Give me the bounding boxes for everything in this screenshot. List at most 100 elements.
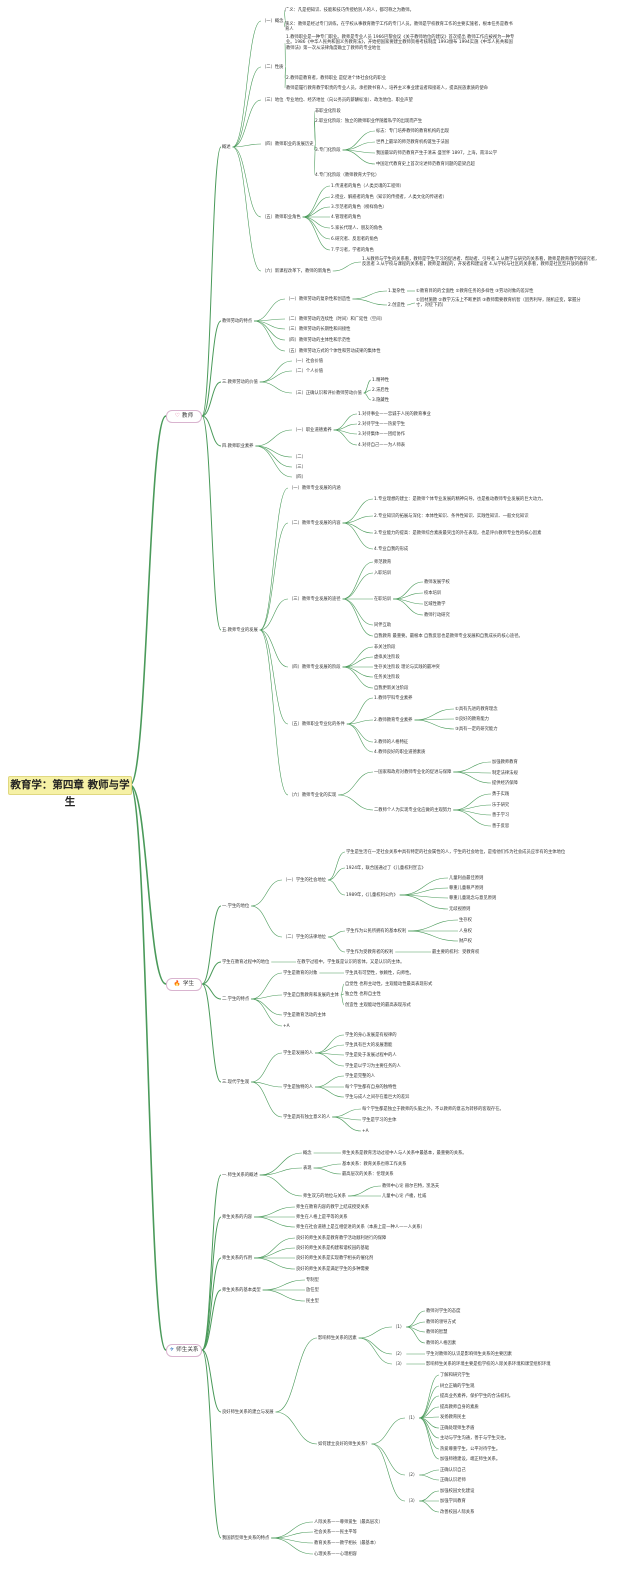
node-136: +A [362, 1128, 369, 1134]
node-155: 师生关系的基本类型 [222, 1287, 261, 1293]
edge-171 [371, 1417, 406, 1445]
edge-25 [302, 216, 331, 240]
edge-root-main-2 [129, 784, 167, 1351]
edge-0 [201, 146, 222, 417]
node-111: 最主要的权利：受教育权 [432, 949, 480, 955]
edge-98 [327, 851, 346, 881]
edge-10 [232, 143, 262, 148]
node-165: 教师的人格因素 [426, 1340, 457, 1346]
node-12: 2.职业化阶段：独立的教师职业伴随着私学的出现而产生 [315, 118, 423, 124]
node-79: 1.教师学科专业素养 [374, 695, 413, 701]
node-24: 5.家长代理人、朋友的角色 [331, 225, 383, 231]
edge-15 [342, 141, 376, 151]
edge-57 [259, 522, 289, 631]
node-30: （一）教师劳动的复杂性和创造性 [286, 296, 351, 302]
edge-54 [255, 445, 293, 478]
node-38: （五）教师劳动方式的个体性和劳动成果的集体性 [286, 348, 381, 354]
node-54: （四） [293, 474, 306, 480]
node-3: 狭义：教师是经过专门训练，在学校从事教育教学工作的专门人员。教师是学校教育工作的… [285, 21, 513, 32]
node-37: （四）教师劳动的主体性和示范性 [286, 337, 351, 343]
node-126: 学生具有巨大的发展潜能 [345, 1042, 393, 1048]
node-103: 尊重儿童观念与意见原则 [449, 895, 497, 901]
edge-150 [201, 1257, 222, 1351]
node-156: 专制型 [306, 1277, 319, 1283]
edge-69 [393, 598, 424, 616]
node-135: 学生是学习的主体 [362, 1117, 397, 1123]
node-141: 基本关系：教育关系也称工作关系 [342, 1161, 407, 1167]
node-116: 学生具有可塑性，依赖性，向师性。 [345, 970, 414, 976]
node-188: 我国新型师生关系的特点 [222, 1535, 270, 1541]
edge-133 [251, 1081, 283, 1118]
node-172: 了解和研究学生 [440, 1372, 471, 1378]
node-125: 学生的身心发展是有规律的 [345, 1032, 397, 1038]
edge-120 [340, 994, 345, 1006]
edge-143 [259, 1174, 303, 1197]
node-99: 1924年，联合国通过了《儿童权利宣言》 [346, 865, 426, 871]
node-0: 概述 [222, 144, 231, 150]
edge-181 [371, 1443, 406, 1476]
node-26: 7.学习者，学者的角色 [331, 247, 374, 253]
node-145: 儿童中心论 卢梭，杜威 [382, 1193, 427, 1199]
node-179: 热爱尊重学生，公平对待学生。 [440, 1446, 501, 1452]
node-140: 表现 [303, 1165, 312, 1171]
node-10: （四）教师职业的发展历史 [262, 141, 314, 147]
node-88: 加强教师教育 [492, 759, 518, 765]
main-branch-teacher-student-relation[interactable]: ✈师生关系 [166, 1344, 202, 1357]
node-48: 1.对待事业——忠诚于人民的教育事业 [358, 411, 431, 417]
node-39: 三.教师劳动的价值 [222, 379, 258, 385]
edge-97 [251, 879, 283, 907]
node-86: （六）教师专业化的实现 [289, 792, 337, 798]
node-184: （3） [406, 1498, 418, 1504]
paper-plane-icon: ✈ [169, 1347, 175, 1353]
node-23: 4.管理者的角色 [331, 214, 361, 220]
node-100: 1989年，《儿童权利公约》 [346, 892, 398, 898]
fire-icon: 🔥 [173, 981, 181, 987]
edge-17 [342, 149, 376, 165]
node-106: 学生作为公民所拥有的基本权利 [346, 928, 407, 934]
node-96: 一.学生的地位 [222, 903, 250, 909]
node-36: （三）教师劳动的长期性和间接性 [286, 326, 351, 332]
edge-19 [232, 146, 262, 218]
node-91: 二教师个人为实现专业化应做的主观努力 [374, 807, 452, 813]
edge-55 [201, 415, 222, 631]
node-159: 良好师生关系的建立与发展 [222, 1409, 274, 1415]
node-93: 乐于研究 [492, 802, 510, 808]
node-49: 2.对待学生——热爱学生 [358, 421, 406, 427]
edge-91 [338, 794, 374, 811]
edge-173 [419, 1385, 440, 1419]
node-70: 同伴互助 [374, 622, 392, 628]
edge-8 [232, 99, 262, 148]
edge-134 [332, 1108, 362, 1118]
main-branch-student[interactable]: 🔥学生 [166, 978, 202, 991]
node-15: 世界上最早的师范教育机构诞生于法国 [376, 139, 450, 145]
node-139: 师生关系是教育活动过程中人与人关系中最基本，最重要的关系。 [342, 1150, 467, 1156]
node-52: （二） [293, 454, 306, 460]
edge-138 [259, 1152, 303, 1176]
edge-140 [259, 1167, 303, 1176]
edge-48 [333, 413, 358, 431]
main-branch-teacher[interactable]: ♡教师 [166, 410, 202, 423]
edge-39 [201, 381, 222, 417]
node-40: （一）社会价值 [293, 358, 324, 364]
node-64: 入职培训 [374, 570, 392, 576]
node-28: 1.从教师与学生的关系看，教师是学生学习的促进者、帮助者、引导者 2.从教学与研… [362, 256, 600, 267]
edge-78 [259, 629, 289, 725]
edge-104 [399, 894, 449, 910]
edge-56 [259, 487, 289, 631]
edge-46 [201, 415, 222, 447]
node-178: 主动与学生沟通，善于与学生交往。 [440, 1435, 509, 1441]
edge-100 [327, 879, 346, 896]
edge-170 [275, 1411, 318, 1445]
edge-20 [302, 185, 331, 218]
node-33: 2.创造性 [388, 302, 405, 308]
node-160: 影响师生关系的因素 [318, 1335, 357, 1341]
edge-155 [201, 1289, 222, 1351]
node-191: 教育关系——教学相长（最基本） [314, 1540, 379, 1546]
node-138: 概念 [303, 1150, 312, 1156]
edge-161 [358, 1326, 393, 1339]
edge-184 [371, 1443, 406, 1502]
edge-162 [406, 1310, 426, 1328]
edge-71 [342, 598, 374, 637]
node-14: 标志：专门培养教师的教育机构的出现 [376, 128, 450, 134]
edge-109 [408, 930, 459, 942]
